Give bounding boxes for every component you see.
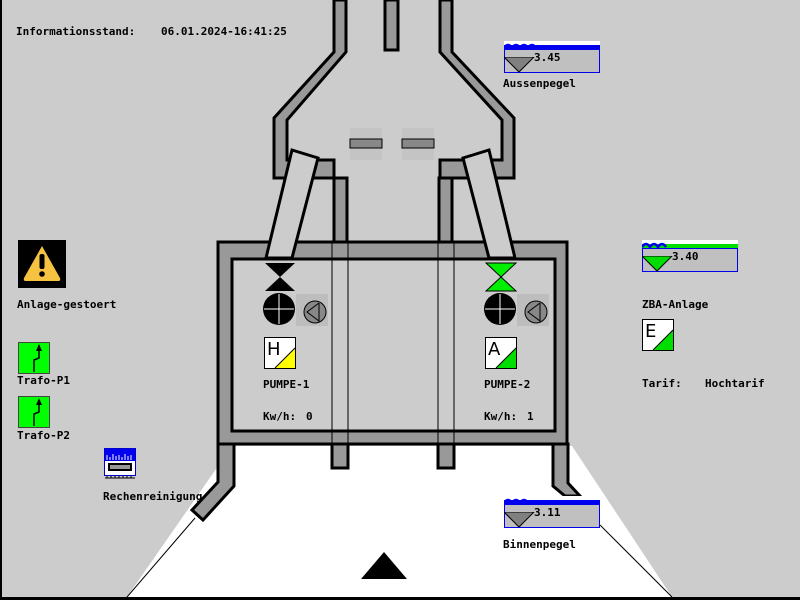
trafo-p1-label: Trafo-P1 [17, 374, 70, 387]
pump-2-kwh-label: Kw/h: [484, 410, 518, 423]
flow-direction-icon [361, 552, 407, 579]
suction-pipe-2 [461, 148, 517, 260]
pump-1-kwh-label: Kw/h: [263, 410, 297, 423]
inner-basin [127, 446, 672, 597]
tariff-label: Tarif: [642, 377, 682, 390]
rake-cleaning-icon[interactable] [104, 448, 136, 480]
pump-1-valve-icon[interactable] [264, 262, 296, 292]
zba-gauge[interactable]: 3.40 [642, 240, 738, 272]
suction-pipe-1 [264, 148, 320, 260]
svg-text:A: A [488, 339, 501, 360]
level-marker-icon [504, 57, 535, 73]
level-marker-icon [504, 512, 535, 528]
pump-1-direction-icon[interactable] [296, 294, 328, 326]
level-marker-icon [642, 256, 673, 272]
warning-icon[interactable] [18, 240, 66, 288]
pump-2-name: PUMPE-2 [484, 378, 531, 391]
wave-icon [642, 242, 668, 250]
wave-icon [504, 43, 538, 51]
zba-level-value: 3.40 [672, 250, 699, 263]
binnenpegel-value: 3.11 [534, 506, 561, 519]
zba-label: ZBA-Anlage [642, 298, 709, 311]
pump-2-motor-icon[interactable] [484, 293, 518, 327]
gate-left [349, 138, 383, 149]
binnenpegel-label: Binnenpegel [503, 538, 576, 551]
trafo-p2-icon[interactable] [18, 396, 50, 428]
aussenpegel-label: Aussenpegel [503, 77, 576, 90]
tariff-value: Hochtarif [705, 377, 765, 390]
zba-mode-icon[interactable]: E [642, 319, 674, 351]
pump-2-direction-icon[interactable] [517, 294, 549, 326]
pump-2-kwh-value: 1 [527, 410, 534, 423]
rake-label: Rechenreinigung [103, 490, 203, 503]
pump-1-motor-icon[interactable] [263, 293, 297, 327]
svg-text:E: E [645, 321, 656, 342]
left-inflow-pipe [272, 0, 348, 180]
pump-1-mode-icon[interactable]: H [264, 337, 296, 369]
pump-2-valve-icon[interactable] [485, 262, 517, 292]
trafo-p2-label: Trafo-P2 [17, 429, 70, 442]
alarm-label: Anlage-gestoert [17, 298, 117, 311]
gate-right [401, 138, 435, 149]
binnenpegel-gauge[interactable]: 3.11 [504, 496, 600, 528]
pump-1-kwh-value: 0 [306, 410, 313, 423]
wave-icon [504, 498, 530, 506]
left-outlet-wall [189, 442, 236, 523]
center-pipe [383, 0, 400, 52]
info-label: Informationsstand: [16, 25, 136, 38]
pump-1-name: PUMPE-1 [263, 378, 310, 391]
aussenpegel-value: 3.45 [534, 51, 561, 64]
trafo-p1-icon[interactable] [18, 342, 50, 374]
timestamp: 06.01.2024-16:41:25 [161, 25, 287, 38]
aussenpegel-gauge[interactable]: 3.45 [504, 41, 600, 73]
svg-text:H: H [267, 339, 281, 360]
pump-2-mode-icon[interactable]: A [485, 337, 517, 369]
